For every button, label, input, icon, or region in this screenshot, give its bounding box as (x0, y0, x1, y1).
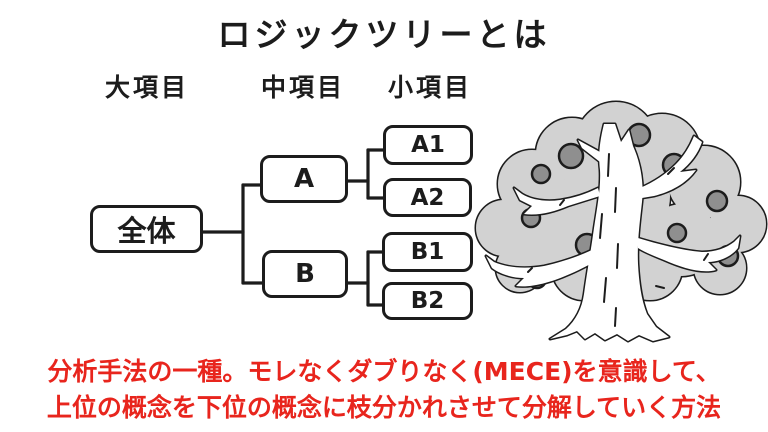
node-a-label: A (293, 164, 315, 194)
node-b1: B1 (382, 232, 473, 272)
node-b2-label: B2 (410, 288, 445, 314)
node-root: 全体 (90, 205, 203, 253)
node-b2: B2 (382, 282, 473, 320)
column-header-major: 大項目 (104, 73, 189, 102)
node-a1: A1 (383, 125, 473, 165)
node-b-label: B (295, 259, 315, 289)
node-b1-label: B1 (410, 239, 445, 265)
column-header-minor: 小項目 (387, 73, 472, 102)
node-a2-label: A2 (410, 184, 445, 211)
tree-trunk (484, 122, 742, 343)
node-a1-label: A1 (411, 132, 445, 158)
page-title: ロジックツリーとは (217, 15, 551, 54)
node-a: A (260, 155, 348, 203)
node-root-label: 全体 (117, 214, 176, 248)
footnote-line-2: 上位の概念を下位の概念に枝分かれさせて分解していく方法 (46, 393, 722, 422)
column-header-middle: 中項目 (260, 73, 345, 102)
tree-illustration (474, 100, 768, 343)
node-b: B (262, 250, 348, 298)
footnote-line-1: 分析手法の一種。モレなくダブりなく(MECE)を意識して、 (47, 357, 721, 386)
node-a2: A2 (383, 178, 472, 217)
